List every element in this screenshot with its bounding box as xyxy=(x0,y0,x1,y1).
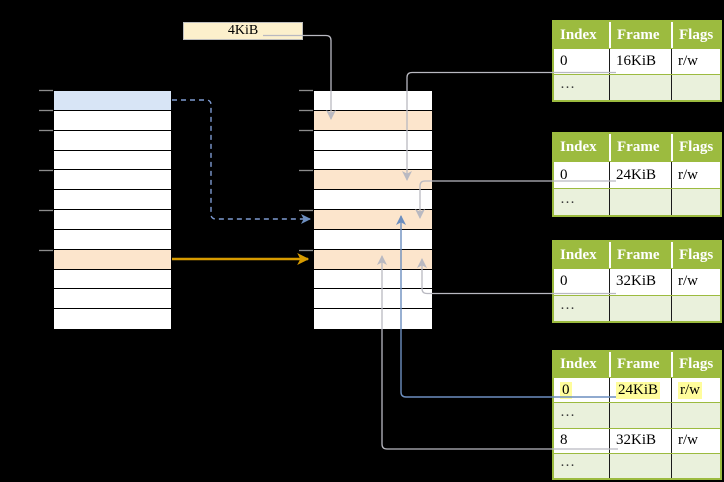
memory-cell-white xyxy=(54,309,171,329)
memory-cell-white xyxy=(54,229,171,250)
table-cell xyxy=(609,75,671,100)
table-cell: 32KiB xyxy=(609,428,671,453)
memory-cell-white xyxy=(54,110,171,131)
table-cell: r/w xyxy=(671,162,720,188)
table-cell: r/w xyxy=(671,378,720,403)
table-cell: … xyxy=(560,190,575,207)
header-cell: Frame xyxy=(609,352,671,378)
table-cell: … xyxy=(560,76,575,92)
table-cell xyxy=(671,295,720,321)
table-cell: 8 xyxy=(560,432,568,449)
table-cell: 24KiB xyxy=(609,378,671,403)
table-cell: … xyxy=(560,296,575,313)
table-cell xyxy=(609,189,671,215)
memory-cell-white xyxy=(54,269,171,290)
memory-cell-peach xyxy=(54,249,171,270)
arrow-virtualpage-to-frame-dashed xyxy=(172,99,311,224)
table-row: … xyxy=(554,74,720,100)
memory-cell-white xyxy=(314,190,432,210)
header-cell: Flags xyxy=(671,134,720,161)
table-row: … xyxy=(554,452,720,478)
memory-cell-white xyxy=(54,150,171,171)
memory-cell-white xyxy=(54,170,171,191)
table-cell xyxy=(671,453,720,478)
memory-cell-white xyxy=(314,289,432,310)
table-cell: … xyxy=(560,403,575,420)
memory-cell-peach xyxy=(314,249,432,270)
header-cell: Frame xyxy=(609,22,671,48)
virtual-pages-column xyxy=(53,90,172,330)
table-cell: … xyxy=(560,454,575,471)
table-cell: r/w xyxy=(671,428,720,453)
header-cell: Frame xyxy=(609,134,671,161)
table-cell: 0 xyxy=(560,166,568,183)
header-cell: Index xyxy=(560,26,597,43)
header-cell: Frame xyxy=(609,242,671,269)
table-cell: 0 xyxy=(560,381,572,399)
header-cell: Index xyxy=(560,139,597,155)
memory-cell-white xyxy=(54,289,171,310)
table-cell: 24KiB xyxy=(609,162,671,188)
memory-cell-white xyxy=(314,91,432,111)
header-cell: Flags xyxy=(671,22,720,48)
table-cell: 32KiB xyxy=(609,269,671,295)
table-cell xyxy=(609,403,671,428)
table-row: … xyxy=(554,294,720,321)
table-cell xyxy=(671,75,720,100)
table-cell: r/w xyxy=(671,269,720,295)
memory-cell-white xyxy=(314,130,432,151)
table-row: … xyxy=(554,402,720,428)
page-size-label-text: 4KiB xyxy=(227,23,259,38)
memory-cell-white xyxy=(314,150,432,171)
memory-cell-blue xyxy=(54,91,171,111)
header-cell: Index xyxy=(560,246,597,263)
memory-cell-peach xyxy=(314,210,432,230)
memory-cell-white xyxy=(314,269,432,290)
header-cell: Flags xyxy=(671,242,720,269)
table-cell: 0 xyxy=(560,53,568,69)
memory-cell-peach xyxy=(314,170,432,191)
table-cell xyxy=(609,295,671,321)
table-cell xyxy=(671,189,720,215)
table-row: … xyxy=(554,188,720,215)
page-size-label: 4KiB xyxy=(183,22,303,40)
table-cell: 0 xyxy=(560,273,568,290)
memory-cell-white xyxy=(314,229,432,250)
memory-cell-white xyxy=(54,210,171,230)
memory-cell-peach xyxy=(314,110,432,131)
header-cell: Index xyxy=(560,356,597,373)
physical-frames-column xyxy=(313,90,433,330)
table-cell: r/w xyxy=(671,49,720,74)
table-cell xyxy=(609,453,671,478)
memory-cell-white xyxy=(54,130,171,151)
memory-cell-white xyxy=(314,309,432,329)
header-cell: Flags xyxy=(671,352,720,378)
table-cell: 16KiB xyxy=(609,49,671,74)
table-cell xyxy=(671,403,720,428)
memory-cell-white xyxy=(54,190,171,210)
